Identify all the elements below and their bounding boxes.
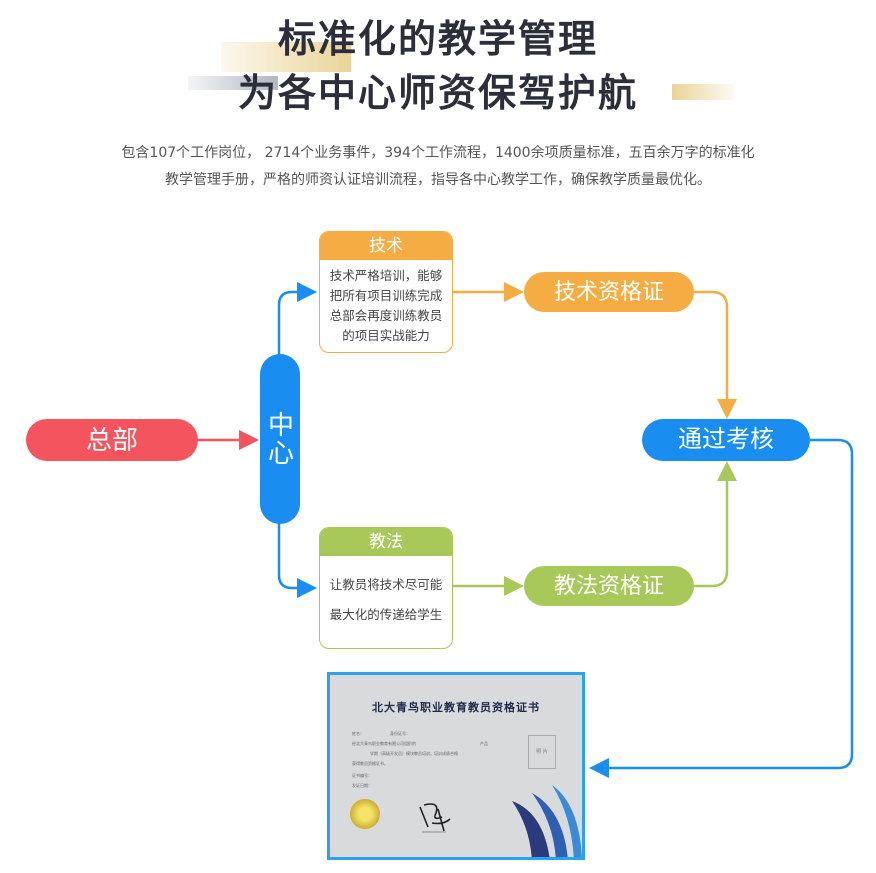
node-tech-cert-label: 技术资格证 bbox=[553, 279, 664, 304]
node-method-cert: 教法资格证 bbox=[524, 566, 694, 606]
description-line2: 教学管理手册，严格的师资认证培训流程，指导各中心教学工作，确保教学质量最优化。 bbox=[165, 172, 711, 188]
certificate-field-date: 发证日期： bbox=[352, 783, 372, 788]
certificate-field-granted: 获得教员资格证书。 bbox=[352, 761, 388, 766]
method-box-line-1: 让教员将技术尽可能 bbox=[329, 577, 443, 592]
certificate-gold-seal bbox=[350, 799, 380, 829]
node-pass-exam: 通过考核 bbox=[642, 419, 810, 461]
method-box-title: 教法 bbox=[320, 528, 452, 556]
node-hq: 总部 bbox=[26, 419, 198, 461]
tech-box-line-2: 把所有项目训练完成 bbox=[329, 288, 443, 303]
title-decoration-gold-left bbox=[221, 42, 351, 72]
certificate-field-id: 身份证号： bbox=[390, 731, 410, 736]
certificate-field-number: 证书编号： bbox=[352, 773, 372, 778]
node-hq-label: 总部 bbox=[85, 425, 138, 455]
certificate-title: 北大青鸟职业教育教员资格证书 bbox=[372, 701, 540, 714]
tech-box-line-3: 总部会再度训练教员 bbox=[329, 308, 443, 323]
tech-box-line-1: 技术严格培训，能够 bbox=[329, 268, 443, 283]
arrow-methodcert-to-pass bbox=[694, 461, 737, 588]
method-box: 教法 让教员将技术尽可能 最大化的传递给学生 bbox=[319, 527, 453, 649]
certificate-logo-waves bbox=[512, 785, 582, 857]
certificate-field-org: 经北大青鸟职业教育有限公司组织的 bbox=[352, 741, 416, 746]
arrow-center-to-tech bbox=[277, 282, 317, 357]
title-decoration-gold-right bbox=[672, 84, 734, 100]
description-line1: 包含107个工作岗位， 2714个业务事件，394个工作流程，1400余项质量标… bbox=[121, 145, 755, 161]
arrow-center-to-method bbox=[277, 523, 317, 598]
page-title-line1: 标准化的教学管理 bbox=[277, 17, 598, 61]
node-pass-exam-label: 通过考核 bbox=[678, 426, 774, 453]
certificate-field-product: 产品 bbox=[480, 741, 488, 746]
method-box-line-2: 最大化的传递给学生 bbox=[329, 607, 443, 622]
certificate-signature bbox=[419, 803, 451, 833]
node-tech-cert: 技术资格证 bbox=[524, 272, 694, 312]
certificate-field-term: 学期（高级开发员）模块教员培训，培训成绩合格 bbox=[370, 751, 458, 756]
certificate-photo-label: 照 片 bbox=[536, 749, 548, 755]
node-method-cert-label: 教法资格证 bbox=[553, 573, 664, 598]
node-center: 中心 bbox=[260, 354, 300, 524]
title-decoration-gray-left bbox=[188, 76, 278, 90]
arrow-pass-to-certificate bbox=[589, 438, 854, 778]
tech-box-title: 技术 bbox=[320, 232, 452, 260]
tech-box-line-4: 的项目实战能力 bbox=[342, 328, 430, 343]
page-title-line2: 为各中心师资保驾护航 bbox=[237, 71, 638, 115]
certificate-field-name: 姓名： bbox=[352, 731, 364, 736]
node-center-label: 中心 bbox=[264, 411, 295, 467]
certificate-image: 北大青鸟职业教育教员资格证书 姓名： 身份证号： 经北大青鸟职业教育有限公司组织… bbox=[327, 672, 585, 860]
certificate-photo-box: 照 片 bbox=[528, 735, 556, 769]
tech-box: 技术 技术严格培训，能够 把所有项目训练完成 总部会再度训练教员 的项目实战能力 bbox=[319, 231, 453, 353]
arrow-techcert-to-pass bbox=[694, 290, 737, 419]
